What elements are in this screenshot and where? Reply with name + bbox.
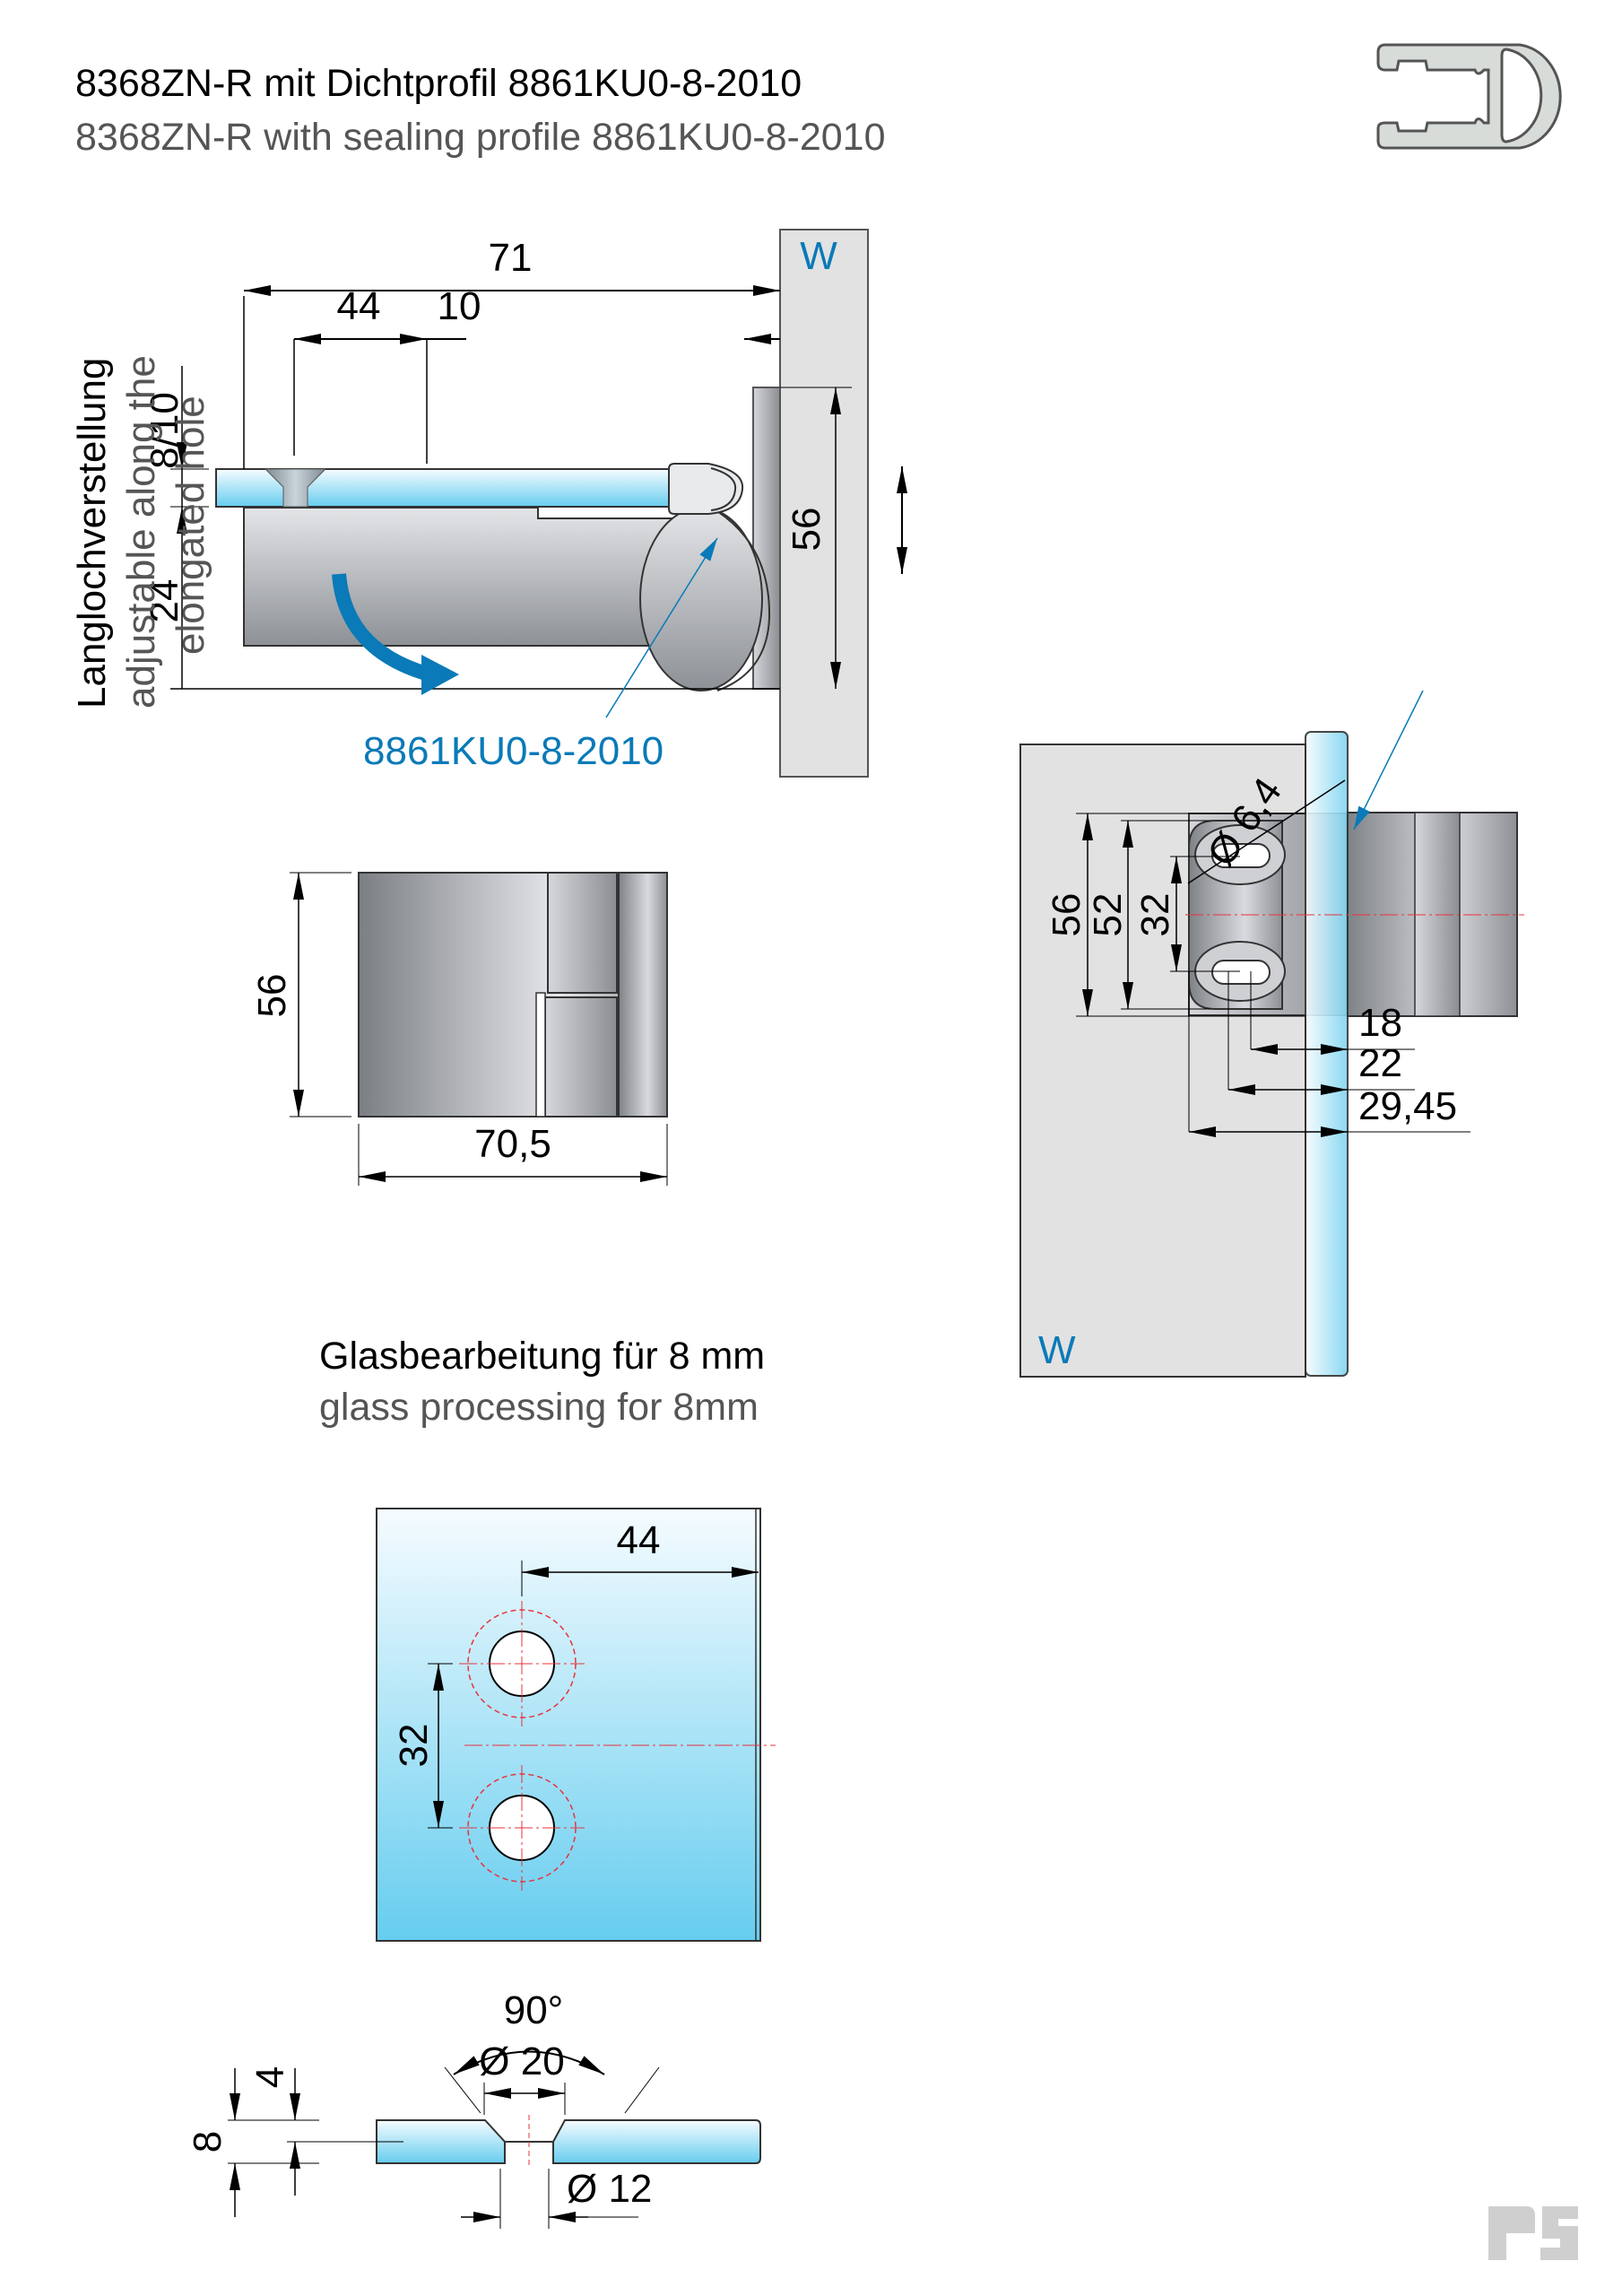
glass-edge <box>1305 731 1349 1377</box>
sealing-profile-icon <box>1376 43 1562 150</box>
dim-24: 24 <box>143 579 186 623</box>
front-view: 56 70,5 <box>250 872 668 1186</box>
glass-processing-title-de: Glasbearbeitung für 8 mm <box>319 1335 766 1378</box>
side-view: 56 52 32 Ø 6,4 18 22 29,45 W <box>1019 690 1524 1378</box>
dim-depth-4: 4 <box>248 2066 292 2088</box>
rotation-arrow-icon <box>421 655 459 695</box>
dim-22: 22 <box>1358 1041 1402 1085</box>
dim-56-front: 56 <box>250 974 294 1018</box>
dim-56-top: 56 <box>785 508 828 552</box>
ps-logo-icon <box>1488 2206 1578 2260</box>
dim-32-side: 32 <box>1133 893 1177 937</box>
dim-70-5: 70,5 <box>474 1122 551 1166</box>
dim-56-side: 56 <box>1045 893 1089 937</box>
dim-dia-12: Ø 12 <box>567 2167 652 2211</box>
dim-32-glass: 32 <box>392 1724 436 1768</box>
dim-angle: 90° <box>504 1988 564 2032</box>
countersink-section: 90° Ø 20 Ø 12 8 4 <box>186 1988 761 2229</box>
wall-label-side: W <box>1038 1328 1076 1372</box>
wall <box>779 229 869 778</box>
hole-top <box>459 1601 585 1726</box>
title-english: 8368ZN-R with sealing profile 8861KU0-8-… <box>75 116 886 159</box>
side-label-en-2: elongated hole <box>169 396 213 655</box>
glass-processing-view: 44 32 <box>376 1508 776 1942</box>
dim-8-10: 8/10 <box>143 392 186 469</box>
dim-44: 44 <box>337 284 381 328</box>
wall-label-top: W <box>800 234 837 278</box>
dim-18: 18 <box>1358 1001 1402 1045</box>
seal-profile <box>668 463 744 515</box>
dim-52-side: 52 <box>1086 893 1130 937</box>
dim-44-glass: 44 <box>617 1518 661 1562</box>
hole-bottom <box>459 1765 585 1891</box>
dim-29-45: 29,45 <box>1358 1084 1457 1128</box>
dim-thickness-8: 8 <box>186 2131 230 2152</box>
glass-processing-title-en: glass processing for 8mm <box>319 1386 759 1429</box>
profile-callout: 8861KU0-8-2010 <box>363 729 664 773</box>
top-view: 71 44 10 8/10 24 56 W 8861KU0-8-2010 <box>70 229 907 778</box>
side-label-de: Langlochverstellung <box>70 358 114 709</box>
dim-71: 71 <box>489 236 533 280</box>
title-german: 8368ZN-R mit Dichtprofil 8861KU0-8-2010 <box>75 62 802 105</box>
side-label-en-1: adjustable along the <box>119 355 163 709</box>
dim-10: 10 <box>438 284 481 328</box>
dim-dia-20: Ø 20 <box>479 2039 564 2083</box>
